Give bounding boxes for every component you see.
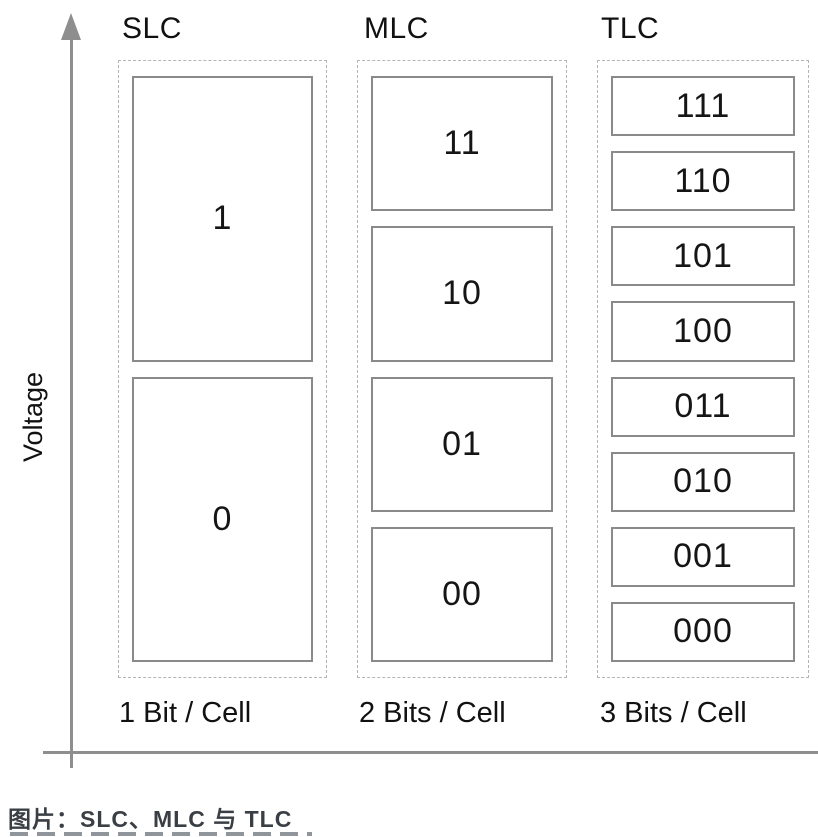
- column-mlc: MLC 11 10 01 00 2 Bits / Cell: [357, 0, 567, 760]
- y-axis-line: [70, 38, 73, 768]
- cutoff-text-line: [10, 832, 312, 836]
- bits-per-cell-label-slc: 1 Bit / Cell: [119, 697, 252, 729]
- voltage-level-box: 11: [371, 76, 553, 212]
- column-tlc: TLC 111 110 101 100 011 010 001 000 3 Bits / Ce…: [597, 0, 809, 760]
- voltage-level-box: 011: [611, 376, 795, 437]
- voltage-level-box: 010: [611, 451, 795, 512]
- voltage-level-box: 110: [611, 151, 795, 212]
- voltage-level-box: 111: [611, 76, 795, 137]
- x-axis-line: [43, 751, 818, 754]
- voltage-level-box: 01: [371, 376, 553, 512]
- cell-group-tlc: 111 110 101 100 011 010 001 000: [597, 60, 809, 678]
- voltage-level-box: 100: [611, 301, 795, 362]
- voltage-level-box: 101: [611, 226, 795, 287]
- voltage-level-box: 0: [132, 376, 313, 662]
- bits-per-cell-label-tlc: 3 Bits / Cell: [600, 697, 747, 729]
- up-arrow-icon: [61, 13, 81, 40]
- voltage-level-box: 10: [371, 226, 553, 362]
- voltage-level-box: 00: [371, 526, 553, 662]
- y-axis-label: Voltage: [18, 371, 48, 463]
- bits-per-cell-label-mlc: 2 Bits / Cell: [359, 697, 506, 729]
- voltage-level-box: 000: [611, 601, 795, 662]
- voltage-level-box: 001: [611, 526, 795, 587]
- column-title-tlc: TLC: [601, 12, 660, 45]
- column-title-mlc: MLC: [364, 12, 429, 45]
- voltage-level-box: 1: [132, 76, 313, 362]
- figure-caption: 图片：SLC、MLC 与 TLC: [8, 806, 293, 832]
- column-title-slc: SLC: [122, 12, 182, 45]
- cell-group-mlc: 11 10 01 00: [357, 60, 567, 678]
